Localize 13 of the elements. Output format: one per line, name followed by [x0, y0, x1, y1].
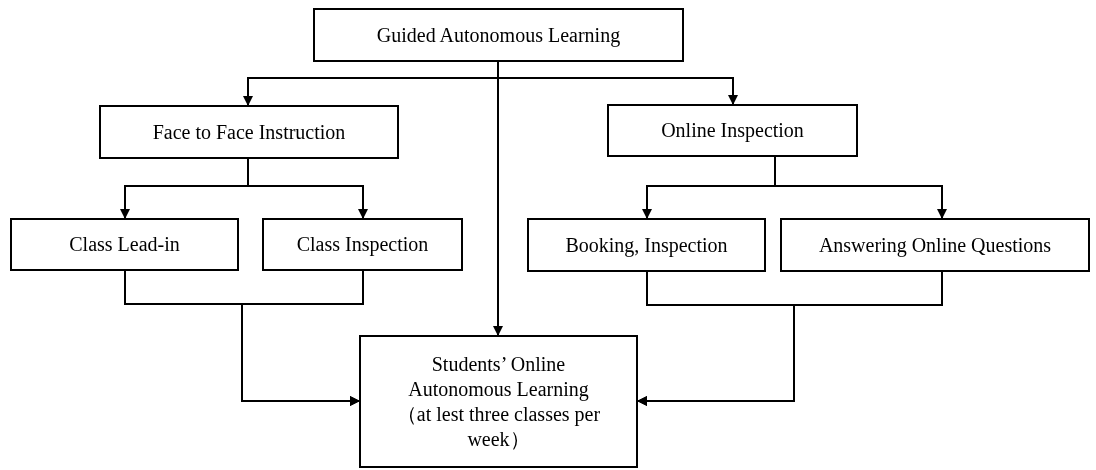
process-box: Students’ Online Autonomous Learning （at lest three classes per week） [359, 335, 638, 468]
process-box: Answering Online Questions [780, 218, 1090, 272]
process-box: Face to Face Instruction [99, 105, 399, 159]
arrow [493, 61, 503, 336]
arrow [241, 270, 364, 406]
process-box: Guided Autonomous Learning [313, 8, 684, 62]
arrow [774, 156, 947, 219]
process-box: Online Inspection [607, 104, 858, 157]
arrow [637, 271, 943, 406]
process-box: Booking, Inspection [527, 218, 766, 272]
process-box: Class Lead-in [10, 218, 239, 271]
process-box: Class Inspection [262, 218, 463, 271]
arrow [247, 158, 368, 219]
